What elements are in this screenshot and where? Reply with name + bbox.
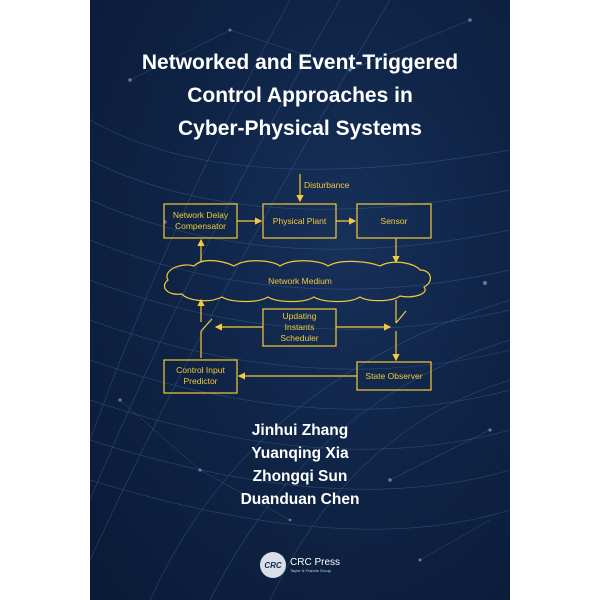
- compensator-label-1: Network Delay: [173, 210, 229, 220]
- crc-logo-icon: CRC: [260, 552, 286, 578]
- disturbance-label: Disturbance: [304, 180, 350, 190]
- predictor-label-2: Predictor: [183, 376, 217, 386]
- author-name: Zhongqi Sun: [252, 468, 348, 485]
- book-cover: Networked and Event-Triggered Control Ap…: [90, 0, 510, 600]
- sensor-box: [356, 203, 432, 239]
- title-line-3: Cyber-Physical Systems: [178, 117, 422, 140]
- scheduler-label-2: Instants: [285, 322, 315, 332]
- title-line-2: Control Approaches in: [187, 84, 413, 107]
- observer-switch: [395, 310, 407, 324]
- publisher-name: CRC Press: [290, 556, 341, 568]
- author-name: Jinhui Zhang: [251, 422, 349, 439]
- network-label: Network Medium: [268, 276, 332, 286]
- predictor-label-1: Control Input: [176, 365, 225, 375]
- network-mesh-background: [90, 0, 510, 600]
- control-input-predictor-box: [163, 359, 238, 394]
- scheduler-label-3: Scheduler: [280, 333, 318, 343]
- book-title: Networked and Event-Triggered Control Ap…: [90, 46, 510, 145]
- publisher-mark: CRC CRC Press Taylor & Francis Group: [260, 550, 340, 580]
- predictor-switch: [200, 318, 213, 332]
- author-list: Jinhui Zhang Yuanqing Xia Zhongqi Sun Du…: [90, 419, 510, 511]
- publisher-tagline: Taylor & Francis Group: [290, 567, 331, 573]
- network-medium-cloud: [163, 259, 431, 303]
- plant-label: Physical Plant: [273, 216, 327, 226]
- sensor-label: Sensor: [381, 216, 408, 226]
- observer-label: State Observer: [365, 371, 422, 381]
- title-line-1: Networked and Event-Triggered: [141, 51, 459, 74]
- author-name: Yuanqing Xia: [251, 445, 349, 462]
- compensator-label-2: Compensator: [175, 221, 226, 231]
- scheduler-label-1: Updating: [282, 311, 316, 321]
- control-system-diagram: Disturbance Network Delay Compensator Ph…: [163, 174, 432, 394]
- author-name: Duanduan Chen: [240, 491, 360, 508]
